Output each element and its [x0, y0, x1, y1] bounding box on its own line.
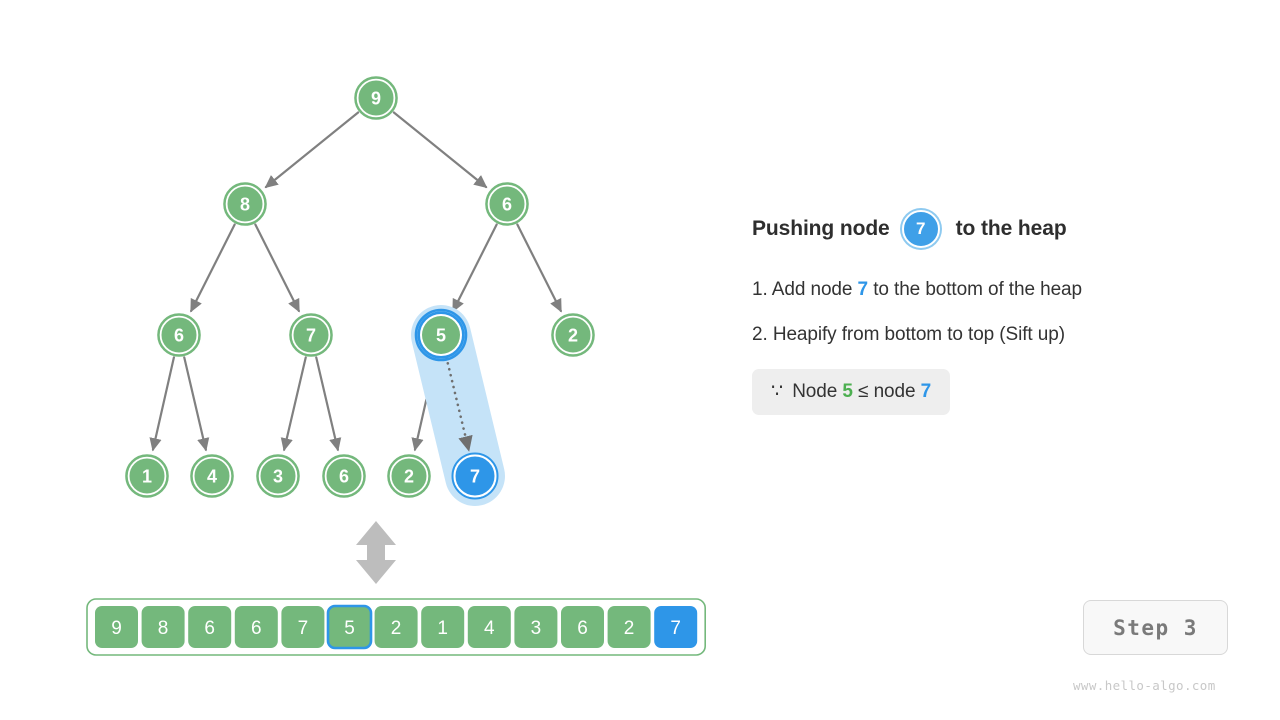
array-cell[interactable]: 6: [234, 606, 278, 648]
tree-node-value: 6: [174, 326, 184, 346]
tree-node[interactable]: 5: [414, 308, 468, 362]
array-cell-value: 8: [158, 618, 169, 639]
step-1-before: Add node: [771, 279, 853, 300]
steps-list: 1. Add node 7 to the bottom of the heap …: [752, 279, 1222, 346]
tree-node-value: 8: [240, 195, 250, 215]
tree-edge: [452, 223, 498, 313]
tree-edge-layer: [149, 111, 562, 452]
array-cell-value: 1: [437, 618, 448, 639]
because-symbol: ∵: [771, 381, 783, 402]
reason-left-value: 5: [842, 381, 853, 402]
array-cell-value: 6: [204, 618, 215, 639]
watermark: www.hello-algo.com: [1073, 678, 1216, 693]
array-cell-value: 7: [298, 618, 309, 639]
title-node-badge: 7: [901, 210, 940, 248]
explanation-panel: Pushing node 7 to the heap 1. Add node 7…: [752, 210, 1222, 415]
reason-right-value: 7: [920, 381, 932, 402]
tree-node[interactable]: 7: [289, 313, 333, 357]
array-cell-value: 5: [344, 618, 355, 639]
tree-edge: [315, 356, 342, 452]
tree-node[interactable]: 4: [190, 454, 234, 498]
array-cell[interactable]: 1: [421, 606, 465, 648]
tree-node-value: 2: [404, 467, 414, 487]
tree-node[interactable]: 2: [551, 313, 595, 357]
step-2-index: 2.: [752, 324, 768, 345]
tree-node[interactable]: 6: [157, 313, 201, 357]
tree-node[interactable]: 9: [354, 76, 398, 120]
tree-node-value: 7: [306, 326, 316, 346]
tree-edge: [183, 356, 210, 452]
array-cell[interactable]: 4: [467, 606, 511, 648]
array-cell[interactable]: 2: [607, 606, 651, 648]
array-cell-value: 7: [670, 618, 681, 639]
tree-node-value: 1: [142, 467, 152, 487]
heap-array: 9 8 6 6 7 5 2 1 4 3 6 2 7: [86, 598, 707, 656]
tree-node-value: 9: [371, 89, 381, 109]
tree-node-value: 6: [339, 467, 349, 487]
tree-edge-dotted: [445, 356, 473, 452]
tree-node-value: 4: [207, 467, 217, 487]
reason-prefix: Node: [792, 381, 838, 402]
tree-edge: [264, 111, 360, 189]
array-cell[interactable]: 3: [514, 606, 558, 648]
array-cell-value: 2: [624, 618, 635, 639]
tree-edge: [190, 223, 236, 313]
tree-node[interactable]: 7: [451, 452, 499, 500]
tree-node-value: 5: [436, 326, 446, 346]
step-1-index: 1.: [752, 279, 768, 300]
tree-node-value: 7: [470, 467, 480, 487]
tree-node[interactable]: 8: [223, 182, 267, 226]
reason-comparator: ≤: [858, 381, 869, 402]
tree-node-value: 6: [502, 195, 512, 215]
step-item-1: 1. Add node 7 to the bottom of the heap: [752, 279, 1222, 301]
tree-node[interactable]: 3: [256, 454, 300, 498]
tree-node-value: 2: [568, 326, 578, 346]
array-container: [86, 598, 707, 656]
page-title: Pushing node 7 to the heap: [752, 210, 1222, 248]
double-headed-vertical-arrow: [356, 521, 396, 584]
array-cell-value: 4: [484, 618, 495, 639]
tree-edge: [254, 223, 300, 313]
array-cell[interactable]: 7: [654, 606, 698, 648]
step-1-after: to the bottom of the heap: [873, 279, 1082, 300]
array-cell[interactable]: 2: [374, 606, 418, 648]
tree-node-layer: 9 8 6 6 7 5 2 1 4 3 6 2 7: [125, 76, 595, 500]
step-2-text: Heapify from bottom to top (Sift up): [772, 324, 1065, 345]
array-cell-value: 9: [111, 618, 122, 639]
page-title-prefix: Pushing node: [752, 217, 890, 240]
page-title-suffix: to the heap: [955, 217, 1067, 240]
array-cell-value: 6: [251, 618, 262, 639]
tree-node[interactable]: 6: [322, 454, 366, 498]
tree-node[interactable]: 1: [125, 454, 169, 498]
step-badge: Step 3: [1083, 600, 1228, 655]
array-cell[interactable]: 5: [326, 604, 373, 650]
tree-edge: [149, 356, 176, 452]
sift-up-dotted-edge: [445, 356, 473, 452]
tree-edge: [392, 111, 488, 189]
array-cell[interactable]: 6: [188, 606, 232, 648]
array-cell-value: 2: [391, 618, 402, 639]
tree-node[interactable]: 2: [387, 454, 431, 498]
tree-edge: [516, 223, 562, 313]
step-1-value: 7: [857, 279, 869, 300]
array-cell-value: 3: [531, 618, 542, 639]
array-cell[interactable]: 6: [561, 606, 604, 648]
array-cell[interactable]: 7: [281, 606, 325, 648]
tree-node-value: 3: [273, 467, 283, 487]
reason-middle: node: [873, 381, 916, 402]
step-item-2: 2. Heapify from bottom to top (Sift up): [752, 324, 1222, 346]
array-cell[interactable]: 9: [95, 606, 138, 648]
array-cell[interactable]: 8: [141, 606, 185, 648]
array-cell-value: 6: [577, 618, 588, 639]
tree-node[interactable]: 6: [485, 182, 529, 226]
tree-edge: [280, 356, 307, 452]
reason-badge: ∵ Node 5 ≤ node 7: [752, 369, 951, 415]
